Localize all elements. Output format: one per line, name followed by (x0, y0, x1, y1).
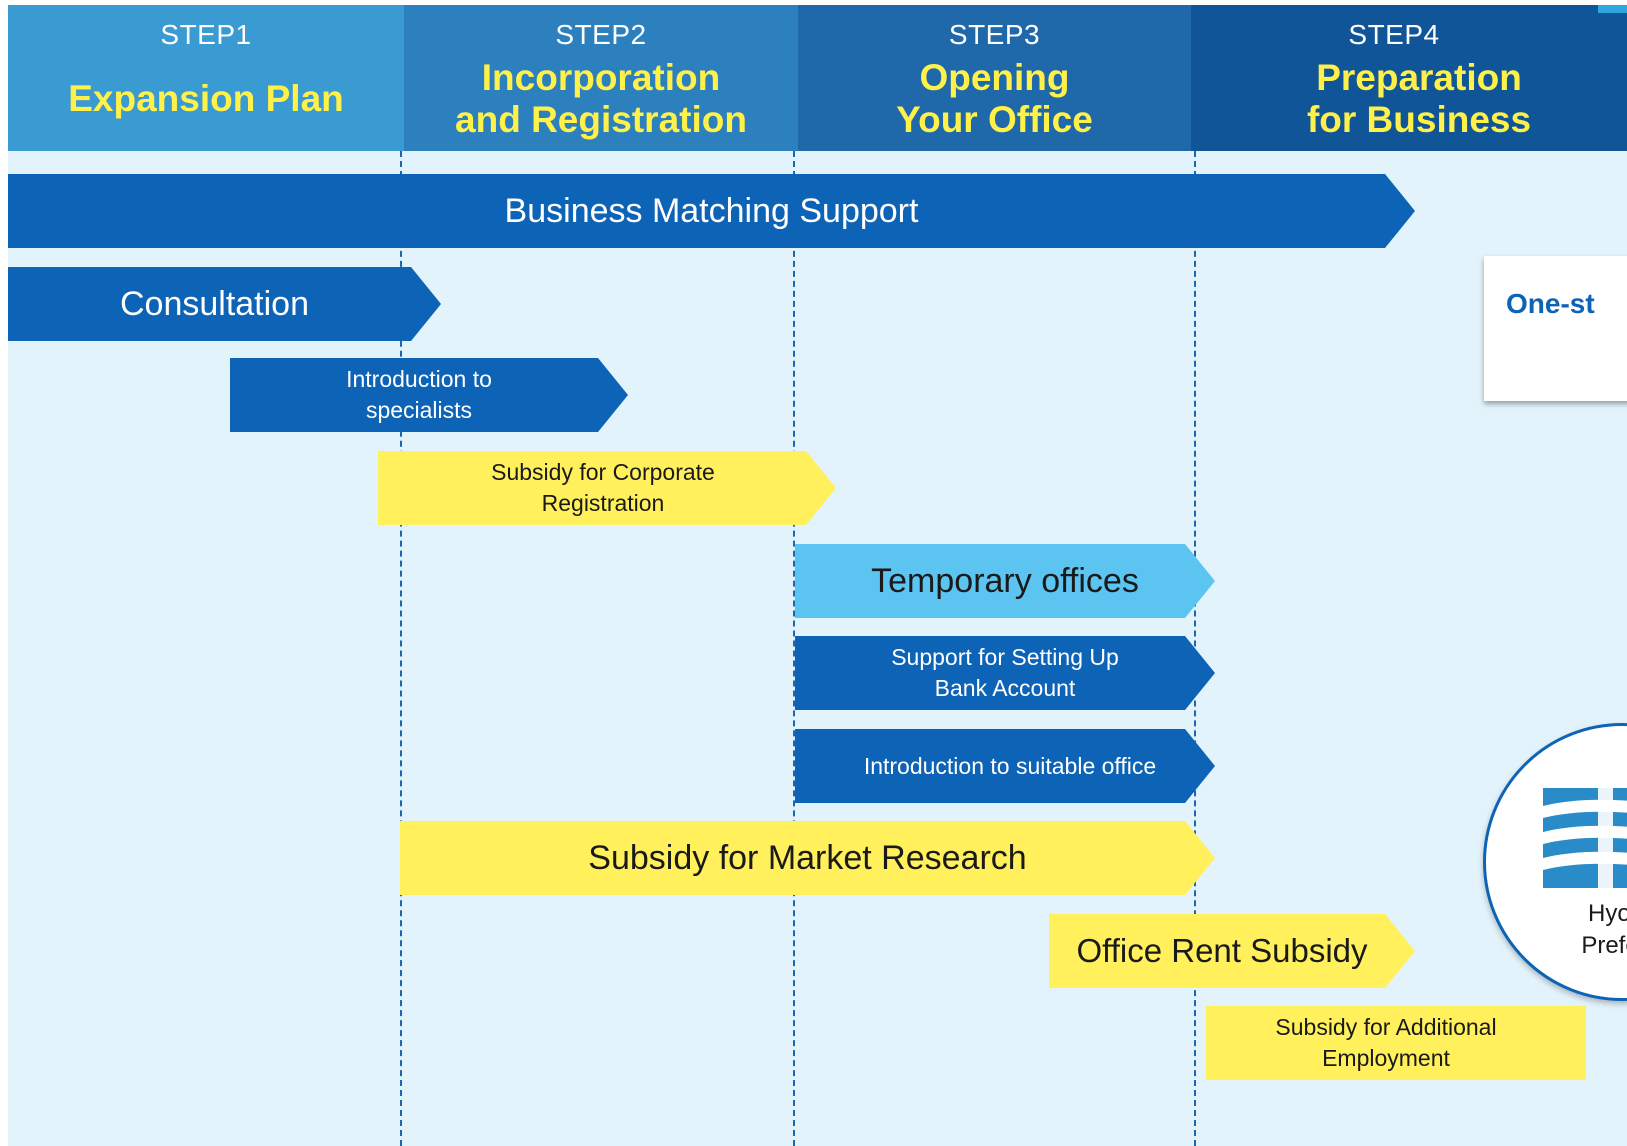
office-rent-subsidy-label: Office Rent Subsidy (1076, 932, 1368, 969)
introduction-to-specialists-arrow: Introduction to specialists (230, 358, 628, 432)
suitable-office-introduction-label: Introduction to suitable office (863, 752, 1157, 779)
step-4-header: STEP4 Preparation for Business (1191, 5, 1627, 151)
step-1-header: STEP1 Expansion Plan (8, 5, 404, 151)
business-matching-support-label: Business Matching Support (504, 191, 919, 230)
step-2-header: STEP2 Incorporation and Registration (404, 5, 798, 151)
step-1-title: Expansion Plan (68, 78, 344, 119)
consultation-label: Consultation (119, 284, 309, 323)
office-rent-subsidy-arrow: Office Rent Subsidy (1049, 914, 1415, 988)
step-divider-2 (793, 151, 795, 1146)
step-divider-1 (400, 151, 402, 1146)
market-research-subsidy-arrow: Subsidy for Market Research (400, 821, 1215, 895)
business-matching-support-arrow: Business Matching Support (8, 174, 1415, 248)
diagram-canvas: STEP1 Expansion Plan STEP2 Incorporation… (8, 5, 1627, 1146)
bank-account-support-label: Support for Setting Up Bank Account (891, 644, 1119, 701)
subsidy-corporate-registration-arrow: Subsidy for Corporate Registration (378, 451, 836, 525)
step-2-title: Incorporation and Registration (455, 57, 747, 140)
step-3-header: STEP3 Opening Your Office (798, 5, 1191, 151)
step-4-title: Preparation for Business (1306, 57, 1532, 140)
step-1-number: STEP1 (160, 19, 252, 50)
step-3-number: STEP3 (948, 19, 1041, 50)
step-3-title: Opening Your Office (896, 57, 1093, 140)
step-2-number: STEP2 (555, 19, 647, 50)
one-stop-label: One-st (1506, 288, 1595, 319)
temporary-offices-label: Temporary offices (871, 561, 1139, 600)
introduction-to-specialists-label: Introduction to specialists (346, 366, 492, 423)
one-stop-panel: One-st (1484, 256, 1627, 401)
hyogo-prefecture-badge: Hyog Prefec (1483, 723, 1627, 1001)
consultation-arrow: Consultation (8, 267, 441, 341)
additional-employment-subsidy-label: Subsidy for Additional Employment (1275, 1014, 1497, 1071)
market-research-subsidy-label: Subsidy for Market Research (588, 838, 1027, 877)
hyogo-prefecture-logo (1543, 788, 1627, 888)
top-accent-bar (1598, 5, 1627, 13)
temporary-offices-arrow: Temporary offices (795, 544, 1215, 618)
subsidy-corporate-registration-label: Subsidy for Corporate Registration (491, 459, 715, 516)
suitable-office-introduction-arrow: Introduction to suitable office (795, 729, 1215, 803)
hyogo-prefecture-label: Hyog Prefec (1581, 900, 1627, 959)
step-4-number: STEP4 (1348, 19, 1440, 50)
additional-employment-subsidy-arrow: Subsidy for Additional Employment (1206, 1006, 1586, 1080)
bank-account-support-arrow: Support for Setting Up Bank Account (795, 636, 1215, 710)
